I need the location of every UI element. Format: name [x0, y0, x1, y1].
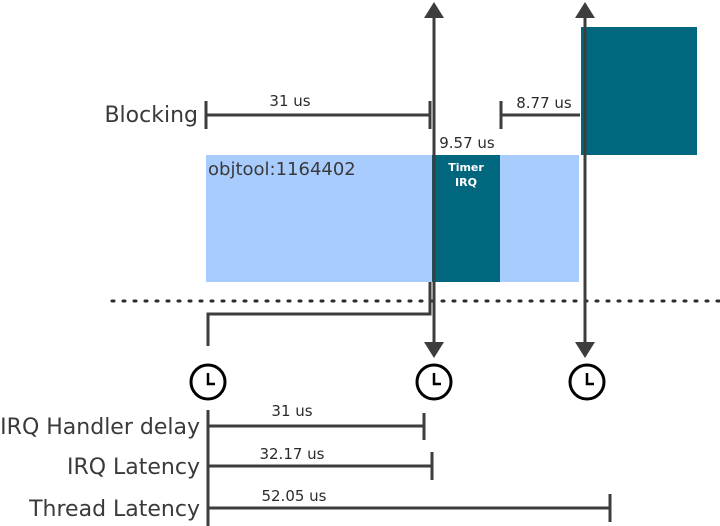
- irq-handler-delay-bracket: [208, 413, 426, 440]
- irq-arrow-up: [424, 2, 444, 18]
- task-bar: [206, 155, 579, 282]
- irq-label-line2: IRQ: [455, 176, 477, 189]
- thread-arrow-down: [575, 342, 595, 358]
- irq-latency-bracket: [208, 452, 434, 480]
- irq-arrow-down: [424, 342, 444, 358]
- thread-latency-bracket: [208, 494, 612, 522]
- blocking-label: Blocking: [104, 103, 198, 128]
- thread-bar: [581, 27, 697, 155]
- blocking-2-value: 8.77 us: [516, 94, 572, 112]
- clock-icon: [189, 363, 227, 401]
- timer-irq-bar: [432, 155, 500, 282]
- blocking-1-value: 31 us: [269, 92, 310, 110]
- thread-latency-label: Thread Latency: [28, 497, 200, 522]
- blocking-bracket-1: [204, 101, 432, 129]
- clock-icon: [568, 363, 606, 401]
- thread-latency-value: 52.05 us: [261, 487, 326, 505]
- wakeup-connector: [206, 282, 432, 346]
- irq-latency-value: 32.17 us: [259, 445, 324, 463]
- irq-latency-label: IRQ Latency: [67, 455, 200, 480]
- blocking-bracket-2: [499, 101, 580, 129]
- irq-handler-delay-label: IRQ Handler delay: [0, 415, 200, 440]
- handler-delay-value: 31 us: [271, 402, 312, 420]
- task-label: objtool:1164402: [208, 159, 356, 180]
- irq-label-line1: Timer: [448, 161, 484, 174]
- clock-icon: [415, 363, 453, 401]
- thread-arrow-up: [575, 2, 595, 18]
- irq-duration-value: 9.57 us: [439, 134, 495, 152]
